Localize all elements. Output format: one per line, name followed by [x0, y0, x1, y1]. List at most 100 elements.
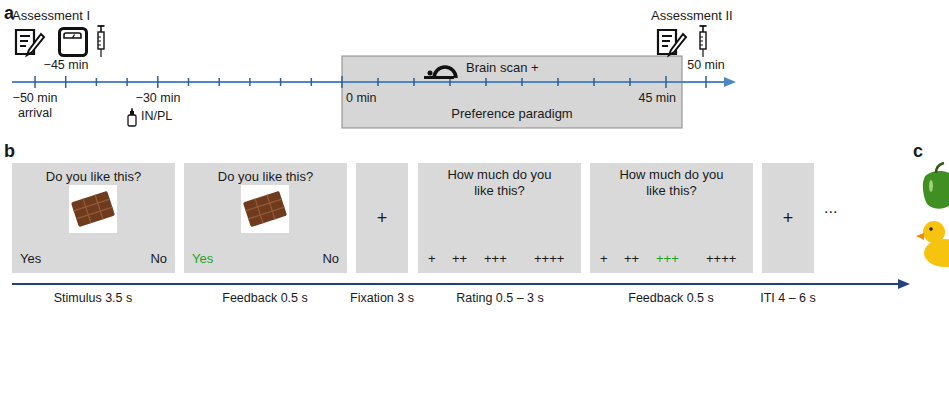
timeline-tick	[341, 76, 343, 88]
box-heading: Brain scan +	[466, 60, 539, 76]
time-mark: 0 min	[346, 91, 377, 106]
questionnaire-icon	[662, 40, 670, 42]
timeline-tick	[557, 78, 559, 86]
rating-option: ++	[452, 251, 467, 267]
spray-bottle-icon	[131, 108, 133, 111]
chocolate-image	[243, 191, 287, 227]
fixation-cross: +	[783, 207, 794, 229]
rating-option: +	[428, 251, 436, 267]
screen-box: How much do you like this?++++++++++	[418, 163, 581, 273]
box-background	[356, 163, 408, 273]
syringe-icon	[98, 26, 105, 57]
chocolate-image	[76, 207, 112, 219]
box-background	[12, 163, 175, 273]
timeline-tick	[705, 76, 707, 88]
syringe-icon	[700, 41, 703, 42]
timeline-b	[12, 283, 900, 285]
chocolate-image	[246, 199, 282, 211]
timeline-tick	[218, 78, 220, 86]
duck-image	[923, 221, 945, 243]
chocolate-image	[71, 191, 115, 227]
box-background	[342, 56, 682, 128]
timeline-tick	[188, 78, 190, 86]
phase-label: Feedback 0.5 s	[628, 291, 713, 306]
chocolate-image	[241, 185, 289, 233]
phase-label: Feedback 0.5 s	[222, 291, 307, 306]
weight-scale-icon	[60, 29, 87, 56]
rating-option: ++++	[706, 251, 736, 267]
duck-image	[929, 227, 933, 231]
box-background	[762, 163, 814, 273]
syringe-icon	[98, 37, 101, 38]
screen-question: Do you like this?	[218, 169, 313, 185]
pepper-image	[923, 171, 949, 209]
rating-option: +++	[656, 251, 679, 267]
questionnaire-icon	[20, 35, 30, 37]
chocolate-image	[83, 199, 91, 224]
timeline-tick	[629, 78, 631, 86]
phase-label: Fixation 3 s	[350, 291, 414, 306]
timeline-tick	[377, 78, 379, 86]
chocolate-image	[243, 191, 287, 227]
mri-scanner-icon	[424, 67, 456, 79]
duck-image	[916, 233, 924, 240]
spray-bottle-icon	[130, 111, 134, 115]
questionnaire-icon	[658, 30, 686, 55]
syringe-icon	[98, 32, 104, 49]
weight-scale-icon	[60, 29, 87, 56]
chocolate-image	[248, 207, 284, 219]
timeline-tick	[249, 78, 251, 86]
timeline-a	[12, 76, 736, 88]
chocolate-image	[74, 199, 110, 211]
box-background	[590, 163, 753, 273]
questionnaire-icon	[662, 35, 672, 37]
rating-option: +++	[484, 251, 507, 267]
questionnaire-icon	[20, 45, 26, 47]
questionnaire-icon	[669, 34, 686, 55]
questionnaire-icon	[662, 45, 668, 47]
phase-label: ITI 4 – 6 s	[760, 291, 816, 306]
rating-option: ++	[624, 251, 639, 267]
syringe-icon	[100, 49, 101, 57]
pepper-image	[936, 163, 944, 173]
chocolate-image	[71, 191, 115, 227]
syringe-icon	[700, 45, 703, 46]
duck-image	[924, 239, 949, 267]
timeline-tick	[96, 78, 98, 86]
duck-image	[916, 221, 949, 267]
fixation-box: +	[356, 163, 408, 273]
timeline-a	[724, 77, 736, 87]
time-mark: −50 min	[13, 91, 58, 106]
panel-letter: b	[4, 140, 15, 162]
timeline-tick	[126, 78, 128, 86]
phase-label: Stimulus 3.5 s	[54, 291, 133, 306]
timeline-tick	[65, 76, 67, 88]
timeline-tick	[485, 78, 487, 86]
chocolate-image	[241, 185, 289, 233]
chocolate-image	[95, 195, 103, 220]
pepper-image	[923, 163, 949, 209]
questionnaire-icon	[20, 40, 28, 42]
panel-letter: c	[913, 140, 923, 162]
syringe-icon	[700, 32, 706, 49]
mri-scanner-icon	[424, 76, 454, 79]
answer-option: No	[150, 251, 167, 267]
rating-option: ++++	[534, 251, 564, 267]
rating-option: +	[600, 251, 608, 267]
box-background	[184, 163, 347, 273]
syringe-icon	[100, 26, 102, 32]
screen-question: How much do you like this?	[610, 167, 734, 199]
syringe-icon	[98, 45, 101, 46]
timeline-a	[12, 81, 726, 83]
screen-question: Do you like this?	[46, 169, 141, 185]
weight-scale-icon	[64, 33, 81, 38]
stage-title: Assessment II	[651, 8, 733, 24]
box-heading: Preference paradigm	[451, 106, 572, 122]
syringe-icon	[98, 41, 101, 42]
timeline-tick	[665, 76, 667, 88]
syringe-icon	[700, 37, 703, 38]
time-mark: 50 min	[687, 58, 725, 73]
timeline-tick	[157, 76, 159, 88]
